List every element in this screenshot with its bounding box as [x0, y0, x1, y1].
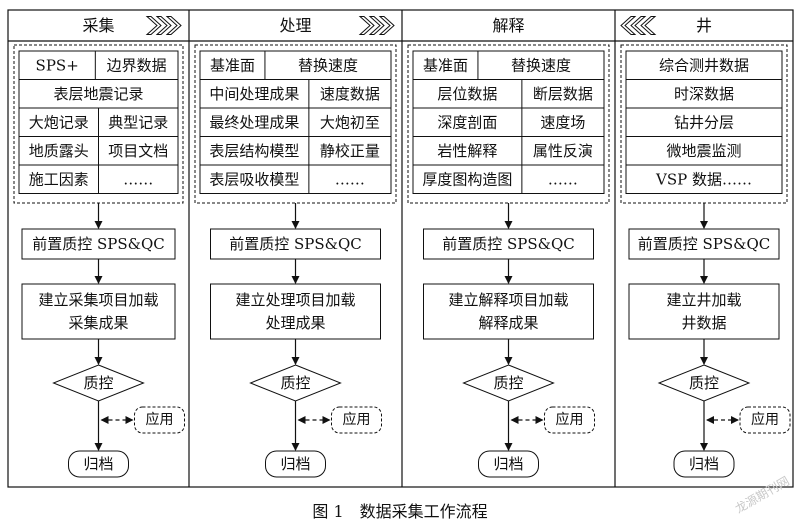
data-cell: 项目文档	[108, 142, 168, 160]
data-cell: 最终处理成果	[209, 113, 299, 131]
data-cell: ……	[548, 170, 578, 188]
chevron-icon	[145, 16, 162, 35]
data-cell: 综合测井数据	[659, 56, 749, 74]
column-title: 处理	[279, 16, 311, 35]
pre-qc-label: 前置质控 SPS&QC	[32, 235, 165, 253]
pre-qc-box	[21, 228, 176, 260]
load-box	[21, 283, 176, 340]
chevron-icon	[378, 16, 395, 35]
data-cell: 大炮初至	[320, 113, 380, 131]
data-cell: 微地震监测	[666, 142, 741, 160]
qc-decision-label: 质控	[83, 374, 113, 392]
load-box	[210, 283, 381, 340]
pre-qc-box	[628, 228, 780, 260]
chevron-icon	[630, 16, 647, 35]
data-table	[412, 50, 605, 194]
chevron-icon	[358, 16, 375, 35]
archive-label: 归档	[689, 455, 719, 473]
data-cell: 地质露头	[29, 142, 89, 160]
pre-qc-label: 前置质控 SPS&QC	[638, 235, 771, 253]
data-table	[199, 50, 392, 194]
chevron-icon	[640, 16, 657, 35]
apply-box	[544, 406, 595, 434]
apply-box	[134, 406, 185, 434]
load-label-line2: 采集成果	[68, 314, 128, 332]
data-cell: 断层数据	[533, 85, 593, 103]
column-title: 井	[696, 16, 712, 35]
qc-decision-label: 质控	[493, 374, 523, 392]
data-cell: 替换速度	[298, 56, 358, 74]
column-title: 解释	[492, 16, 524, 35]
pre-qc-box	[210, 228, 381, 260]
apply-back-arrowhead	[706, 416, 714, 424]
data-cell: 速度场	[540, 113, 585, 131]
data-cell: 岩性解释	[437, 142, 497, 160]
qc-decision-label: 质控	[280, 374, 310, 392]
chevron-icon	[368, 16, 385, 35]
archive-label: 归档	[280, 455, 310, 473]
data-group-dashed	[194, 44, 397, 204]
apply-back-arrowhead	[510, 416, 519, 424]
apply-box	[739, 406, 791, 434]
archive-box	[673, 450, 735, 478]
load-label-line2: 井数据	[681, 314, 726, 332]
chevron-icon	[165, 16, 182, 35]
pre-qc-label: 前置质控 SPS&QC	[442, 235, 575, 253]
data-cell: 施工因素	[29, 170, 89, 188]
data-cell: 表层结构模型	[209, 142, 299, 160]
load-box	[423, 283, 594, 340]
apply-box	[331, 406, 382, 434]
apply-label: 应用	[343, 411, 371, 428]
archive-box	[265, 450, 326, 478]
data-cell: 大炮记录	[29, 113, 89, 131]
data-cell: 钻井分层	[674, 113, 734, 131]
data-cell: 速度数据	[320, 85, 380, 103]
data-cell: ……	[335, 170, 365, 188]
data-cell: 深度剖面	[437, 113, 497, 131]
data-table	[625, 50, 783, 194]
apply-label: 应用	[751, 411, 779, 428]
data-cell: 边界数据	[107, 56, 167, 74]
data-cell: 基准面	[210, 56, 255, 74]
data-cell: 中间处理成果	[209, 85, 299, 103]
data-cell: SPS+	[36, 56, 79, 74]
qc-decision-label: 质控	[689, 374, 719, 392]
data-cell: 典型记录	[108, 113, 168, 131]
load-label-line1: 建立处理项目加载	[235, 291, 355, 309]
data-group-dashed	[407, 44, 610, 204]
data-cell: ……	[123, 170, 153, 188]
load-label-line1: 建立采集项目加载	[38, 291, 158, 309]
chevron-icon	[155, 16, 172, 35]
load-label-line2: 解释成果	[478, 314, 538, 332]
archive-box	[478, 450, 539, 478]
load-label-line2: 处理成果	[265, 314, 325, 332]
data-cell: 层位数据	[437, 85, 497, 103]
archive-box	[68, 450, 129, 478]
data-cell: 静校正量	[320, 142, 380, 160]
data-cell: 时深数据	[674, 85, 734, 103]
apply-back-arrowhead	[100, 416, 109, 424]
data-cell: 替换速度	[511, 56, 571, 74]
figure-caption: 图 1 数据采集工作流程	[312, 502, 488, 521]
load-label-line1: 建立解释项目加载	[448, 291, 568, 309]
data-cell: 厚度图构造图	[422, 170, 512, 188]
data-cell: 表层地震记录	[53, 85, 143, 103]
pre-qc-label: 前置质控 SPS&QC	[229, 235, 362, 253]
data-cell: VSP 数据……	[655, 170, 752, 188]
chevron-icon	[620, 16, 637, 35]
archive-label: 归档	[493, 455, 523, 473]
column-title: 采集	[82, 16, 114, 35]
load-label-line1: 建立井加载	[666, 291, 741, 309]
data-cell: 基准面	[423, 56, 468, 74]
apply-label: 应用	[556, 411, 584, 428]
data-cell: 表层吸收模型	[209, 170, 299, 188]
apply-label: 应用	[146, 411, 174, 428]
data-cell: 属性反演	[533, 142, 593, 160]
archive-label: 归档	[83, 455, 113, 473]
outer-frame	[7, 9, 794, 488]
apply-back-arrowhead	[297, 416, 306, 424]
